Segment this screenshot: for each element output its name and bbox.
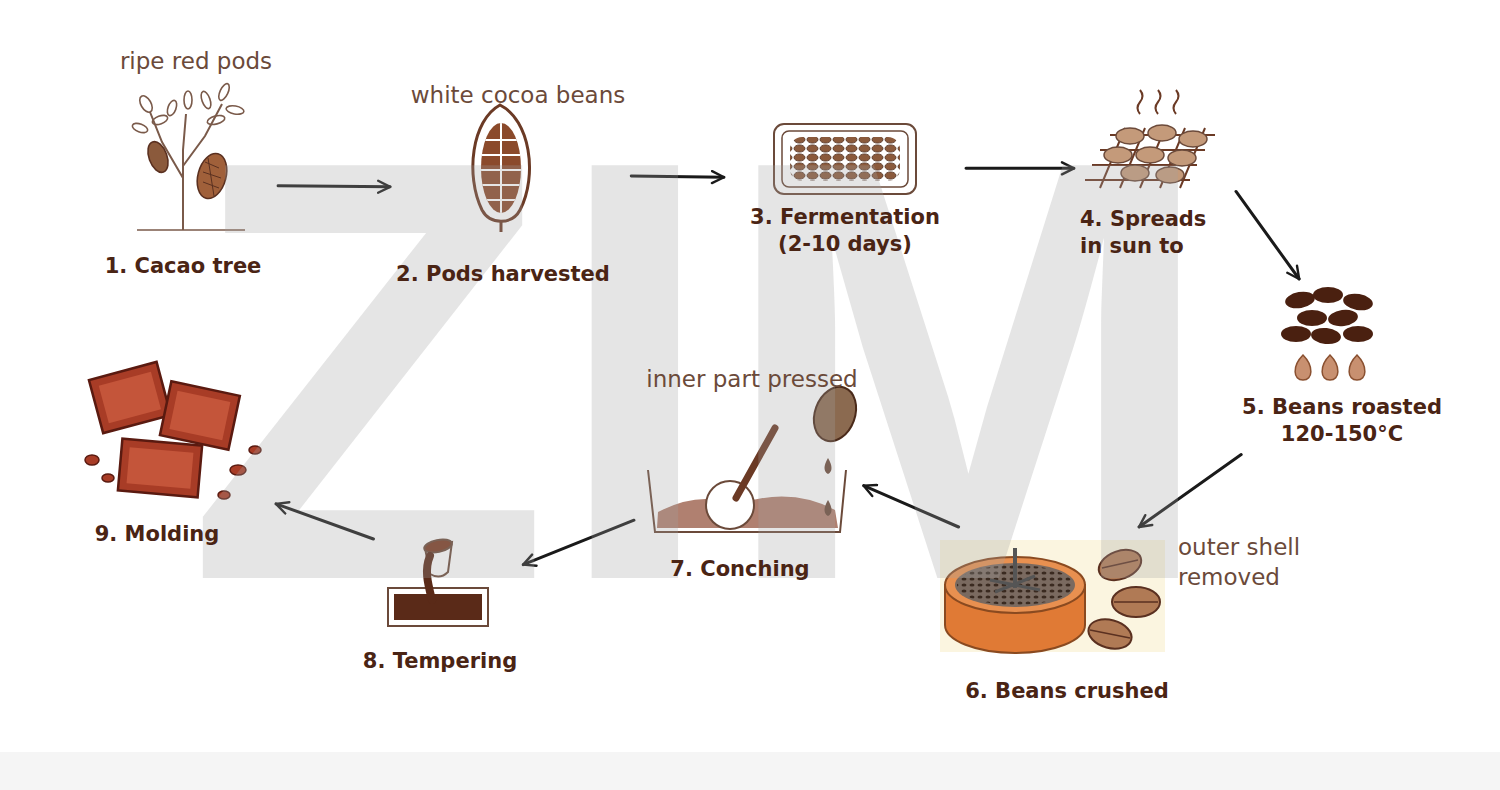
roasting-beans-part-part xyxy=(1313,287,1343,303)
process-step: outer shell removed 6. Beans crushed xyxy=(934,527,1344,711)
step-label: 5. Beans roasted 120-150°C xyxy=(1222,394,1462,449)
roasting-beans-part-part xyxy=(1322,355,1338,380)
step-label: 2. Pods harvested xyxy=(396,261,610,288)
bottom-band xyxy=(0,752,1500,790)
cacao-tree-part xyxy=(166,99,179,117)
process-step: 4. Spreads in sun to xyxy=(1074,74,1236,267)
step-note: ripe red pods xyxy=(120,47,272,77)
cacao-tree-part xyxy=(151,114,169,127)
chocolate-pieces-part-part xyxy=(99,372,161,424)
flow-arrow xyxy=(1236,191,1299,279)
process-step: 9. Molding xyxy=(69,344,276,554)
chocolate-pieces-part xyxy=(89,362,171,433)
process-step: 8. Tempering xyxy=(357,539,523,681)
step-label: 8. Tempering xyxy=(363,648,517,675)
chocolate-pieces-part-part xyxy=(127,447,194,488)
step-note: inner part pressed xyxy=(646,365,857,395)
step-label: 9. Molding xyxy=(95,521,220,548)
roasting-beans-part-part xyxy=(1327,308,1359,328)
roasting-beans-part-part xyxy=(1342,292,1374,313)
roasting-beans-part xyxy=(1295,355,1365,380)
roasting-beans-part-part xyxy=(1310,326,1342,345)
roasting-beans-part xyxy=(1281,287,1374,346)
cacao-tree-part xyxy=(144,139,172,175)
cacao-tree-part xyxy=(131,122,149,135)
chocolate-pieces-part-part xyxy=(89,362,171,433)
process-step: inner part pressed 7. Conching xyxy=(634,359,864,589)
step-label: 3. Fermentation (2-10 days) xyxy=(730,204,960,259)
roasting-beans-part-part xyxy=(1281,326,1311,342)
process-step: white cocoa beans 2. Pods harvested xyxy=(390,75,631,294)
step-note: white cocoa beans xyxy=(411,81,626,111)
process-step: 5. Beans roasted 120-150°C xyxy=(1216,279,1468,455)
step-label: 1. Cacao tree xyxy=(105,253,262,280)
roasting-beans-part-part xyxy=(1343,326,1373,342)
roasting-beans-part-part xyxy=(1284,290,1316,311)
cacao-tree-part xyxy=(137,94,155,115)
roasting-beans xyxy=(1281,287,1374,380)
process-step: ripe red pods 1. Cacao tree xyxy=(99,41,278,286)
roasting-beans-part-part xyxy=(1295,355,1311,380)
step-note: outer shell removed xyxy=(1178,533,1338,593)
chocolate-pieces-part-part xyxy=(85,455,99,465)
step-label: 6. Beans crushed xyxy=(965,678,1169,705)
process-step: 3. Fermentation (2-10 days) xyxy=(724,114,966,265)
chocolate-pieces-part-part xyxy=(102,474,114,482)
roasting-beans-part-part xyxy=(1297,310,1327,326)
roasting-beans-part-part xyxy=(1349,355,1365,380)
step-label: 7. Conching xyxy=(670,556,809,583)
step-label: 4. Spreads in sun to xyxy=(1080,206,1230,261)
